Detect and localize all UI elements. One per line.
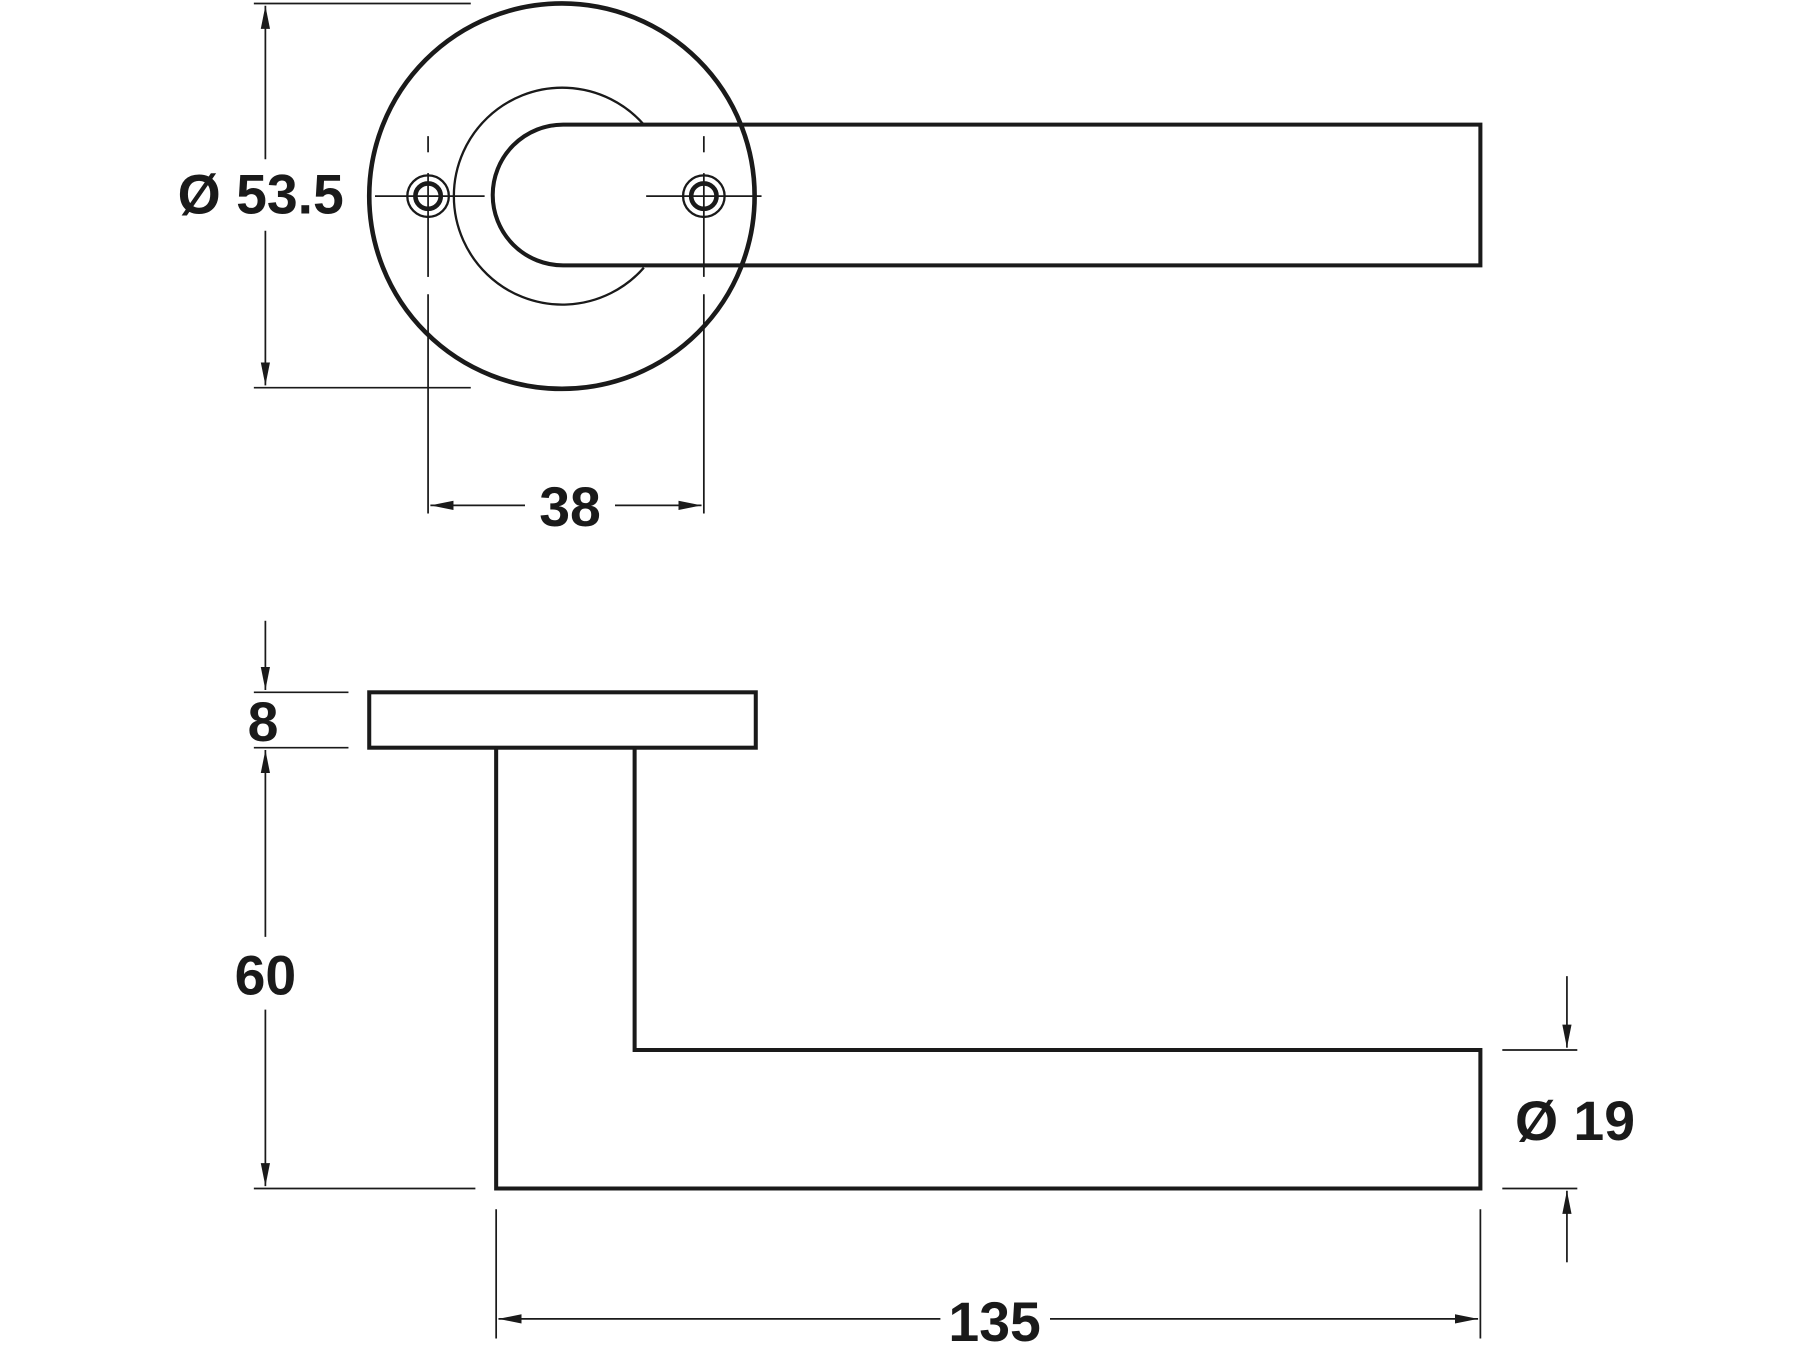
lever-top-view xyxy=(490,122,1483,268)
dimension-projection: 60 xyxy=(235,749,476,1190)
dimension-lever-length: 135 xyxy=(495,1209,1482,1350)
dimension-rose-thickness: 8 xyxy=(248,620,349,753)
label-lever-length: 135 xyxy=(948,1291,1040,1350)
label-rose-diameter: Ø 53.5 xyxy=(178,163,344,225)
side-view: 8 60 Ø 19 135 xyxy=(235,620,1635,1350)
dimension-lever-diameter: Ø 19 xyxy=(1502,976,1635,1263)
rose-side xyxy=(367,690,758,750)
dimension-screw-spacing: 38 xyxy=(430,476,702,538)
center-lines xyxy=(374,136,762,514)
top-view: Ø 53.5 38 xyxy=(178,1,1483,538)
label-lever-diameter: Ø 19 xyxy=(1515,1090,1635,1152)
lever-side-view xyxy=(494,747,1483,1191)
label-projection: 60 xyxy=(235,945,297,1007)
label-rose-thickness: 8 xyxy=(248,691,279,753)
dimension-rose-diameter: Ø 53.5 xyxy=(178,2,471,389)
label-screw-spacing: 38 xyxy=(539,476,601,538)
